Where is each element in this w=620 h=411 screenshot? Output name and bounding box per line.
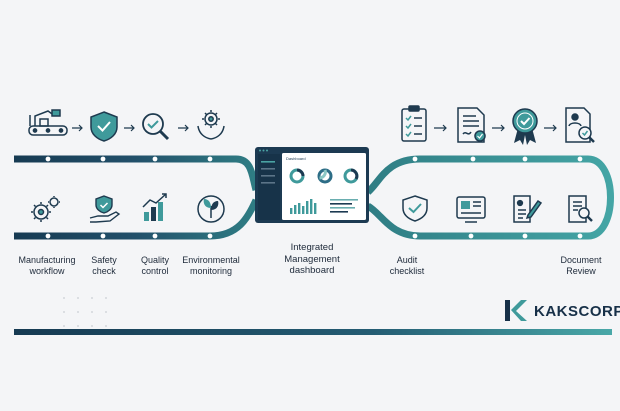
bottom-bar [14, 329, 612, 335]
arrow-icon [544, 124, 557, 132]
gear-hands-icon [197, 110, 225, 140]
bar-chart-icon [142, 193, 167, 221]
mini-list [330, 199, 358, 213]
monitor-icon [456, 196, 486, 223]
background-dots [63, 297, 107, 327]
label-environmental-monitoring: Environmental monitoring [182, 255, 240, 276]
label-document-review: Document Review [560, 255, 602, 276]
arrow-icon [178, 124, 189, 132]
left-flow-track [14, 155, 260, 240]
brand: KAKSCORP [502, 298, 620, 324]
kakscorp-logo-icon [505, 300, 527, 321]
arrow-icon [124, 124, 135, 132]
conveyor-robot-icon [28, 109, 68, 136]
file-search-icon [568, 195, 593, 223]
shield-check-icon [90, 111, 118, 142]
document-search-icon [565, 107, 595, 143]
clipboard-checklist-icon [401, 105, 427, 142]
shield-check-icon [402, 195, 428, 222]
hand-shield-icon [89, 195, 121, 223]
leaf-icon [197, 195, 225, 223]
label-manufacturing-workflow: Manufacturing workflow [18, 255, 76, 276]
dashboard-title: Dashboard [286, 156, 306, 161]
mini-bar-chart [290, 199, 317, 214]
dashboard-panel: Dashboard [255, 147, 369, 223]
document-signature-icon [457, 107, 486, 143]
magnifier-check-icon [142, 113, 170, 141]
award-badge-icon [512, 108, 538, 145]
arrow-icon [72, 124, 83, 132]
gears-icon [31, 196, 60, 222]
right-flow-track [365, 155, 614, 240]
label-audit-checklist: Audit checklist [389, 255, 425, 276]
arrow-icon [434, 124, 447, 132]
arrow-icon [492, 124, 505, 132]
label-quality-control: Quality control [140, 255, 169, 276]
brand-name: KAKSCORP [534, 302, 620, 320]
label-safety-check: Safety check [91, 255, 117, 276]
document-edit-icon [513, 195, 543, 223]
label-integrated-dashboard: Integrated Management dashboard [284, 242, 340, 276]
flow-nodes [45, 156, 583, 239]
